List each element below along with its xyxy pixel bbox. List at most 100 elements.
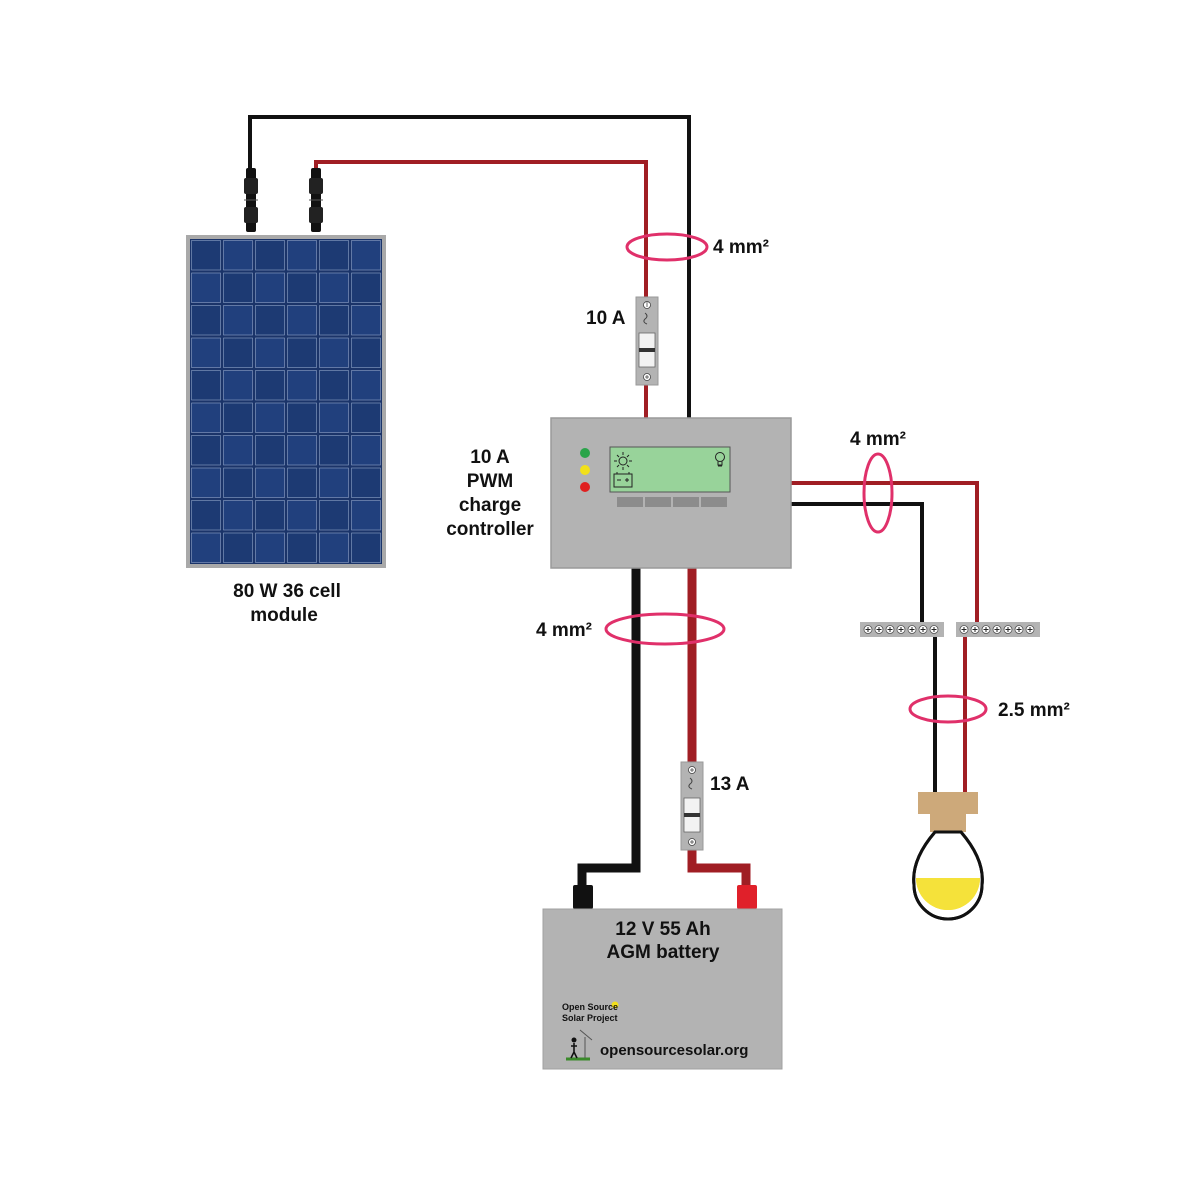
bus-bar-screw-slot <box>909 627 915 632</box>
solar-cell <box>319 240 349 271</box>
cable-size-pv-label: 4 mm² <box>713 237 769 258</box>
bus-bar-screw-slot <box>961 627 967 632</box>
cable-size-battery-label: 4 mm² <box>536 620 592 641</box>
fuse-battery-label: 13 A <box>710 774 750 795</box>
cable-marker-battery <box>604 612 726 646</box>
solar-cell <box>191 500 221 531</box>
solar-cell <box>287 272 317 303</box>
bus-bar-screw-slot <box>972 627 978 632</box>
battery-label-line1: 12 V 55 Ah <box>615 919 710 940</box>
solar-cell <box>255 500 285 531</box>
solar-cell <box>223 435 253 466</box>
solar-cell <box>319 532 349 563</box>
bus-bar-screw-slot <box>876 627 882 632</box>
solar-cell <box>191 467 221 498</box>
battery-icon <box>613 472 633 488</box>
solar-cell <box>223 500 253 531</box>
solar-cell <box>351 532 381 563</box>
status-led-green <box>580 448 590 458</box>
solar-cell <box>319 435 349 466</box>
solar-cell <box>255 240 285 271</box>
controller-button-1[interactable] <box>617 497 643 507</box>
solar-cell <box>287 240 317 271</box>
cable-marker-pv <box>625 232 709 262</box>
bus-bar-screw-slot <box>898 627 904 632</box>
solar-cell <box>191 435 221 466</box>
solar-cell <box>223 337 253 368</box>
load-positive-wire <box>790 481 979 623</box>
solar-cell <box>351 435 381 466</box>
battery-negative-terminal <box>573 885 593 909</box>
load-negative-wire <box>790 502 924 623</box>
solar-cell <box>287 370 317 401</box>
solar-panel <box>186 235 386 568</box>
solar-cell <box>255 402 285 433</box>
status-led-yellow <box>580 465 590 475</box>
solar-cell <box>255 370 285 401</box>
solar-cell <box>191 370 221 401</box>
solar-cell <box>319 272 349 303</box>
controller-label-line3: charge <box>459 495 521 516</box>
status-led-red <box>580 482 590 492</box>
bus-bar-screw-slot <box>1027 627 1033 632</box>
solar-cell <box>351 337 381 368</box>
solar-cell <box>191 402 221 433</box>
controller-button-3[interactable] <box>673 497 699 507</box>
battery-positive-wire <box>687 568 751 888</box>
charge-controller <box>550 417 792 569</box>
solar-cell <box>319 402 349 433</box>
battery-positive-terminal <box>737 885 757 909</box>
solar-cell-grid <box>191 240 381 563</box>
mc4-connector-negative <box>244 168 258 232</box>
solar-cell <box>191 240 221 271</box>
solar-cell <box>223 467 253 498</box>
solar-cell <box>223 305 253 336</box>
cable-size-lamp-label: 2.5 mm² <box>998 700 1070 721</box>
cable-marker-lamp <box>908 694 988 724</box>
solar-cell <box>351 402 381 433</box>
solar-cell <box>255 532 285 563</box>
bus-bar-screw-slot <box>865 627 871 632</box>
battery-negative-wire <box>577 568 641 888</box>
mc4-connector-positive <box>309 168 323 232</box>
logo-text-line1: Open Source <box>562 1002 618 1012</box>
solar-cell <box>255 435 285 466</box>
solar-cell <box>319 337 349 368</box>
bus-bar-screw-slot <box>1005 627 1011 632</box>
battery-label-line2: AGM battery <box>607 942 720 963</box>
solar-cell <box>287 337 317 368</box>
controller-label-line2: PWM <box>467 471 513 492</box>
solar-cell <box>351 272 381 303</box>
solar-cell <box>223 240 253 271</box>
fuse-battery <box>680 761 704 851</box>
solar-cell <box>319 305 349 336</box>
controller-button-2[interactable] <box>645 497 671 507</box>
battery <box>542 885 783 1070</box>
solar-cell <box>255 305 285 336</box>
cable-marker-load <box>862 452 894 534</box>
controller-button-4[interactable] <box>701 497 727 507</box>
solar-cell <box>287 532 317 563</box>
lightbulb <box>912 792 984 921</box>
solar-cell <box>319 467 349 498</box>
bus-bar-screw-slot <box>994 627 1000 632</box>
solar-cell <box>351 240 381 271</box>
solar-cell <box>287 435 317 466</box>
solar-cell <box>223 370 253 401</box>
solar-cell <box>351 500 381 531</box>
bus-bar-screw-slot <box>887 627 893 632</box>
solar-cell <box>255 272 285 303</box>
module-label-line2: module <box>250 605 318 626</box>
solar-cell <box>351 370 381 401</box>
sun-icon <box>614 452 632 470</box>
bus-bar-screw-slot <box>931 627 937 632</box>
solar-cell <box>255 467 285 498</box>
solar-cell <box>287 402 317 433</box>
solar-project-logo <box>566 1001 619 1061</box>
solar-cell <box>191 337 221 368</box>
solar-cell <box>351 305 381 336</box>
solar-cell <box>191 272 221 303</box>
solar-cell <box>287 305 317 336</box>
controller-label-line1: 10 A <box>470 447 510 468</box>
bus-bar-negative <box>860 622 944 637</box>
